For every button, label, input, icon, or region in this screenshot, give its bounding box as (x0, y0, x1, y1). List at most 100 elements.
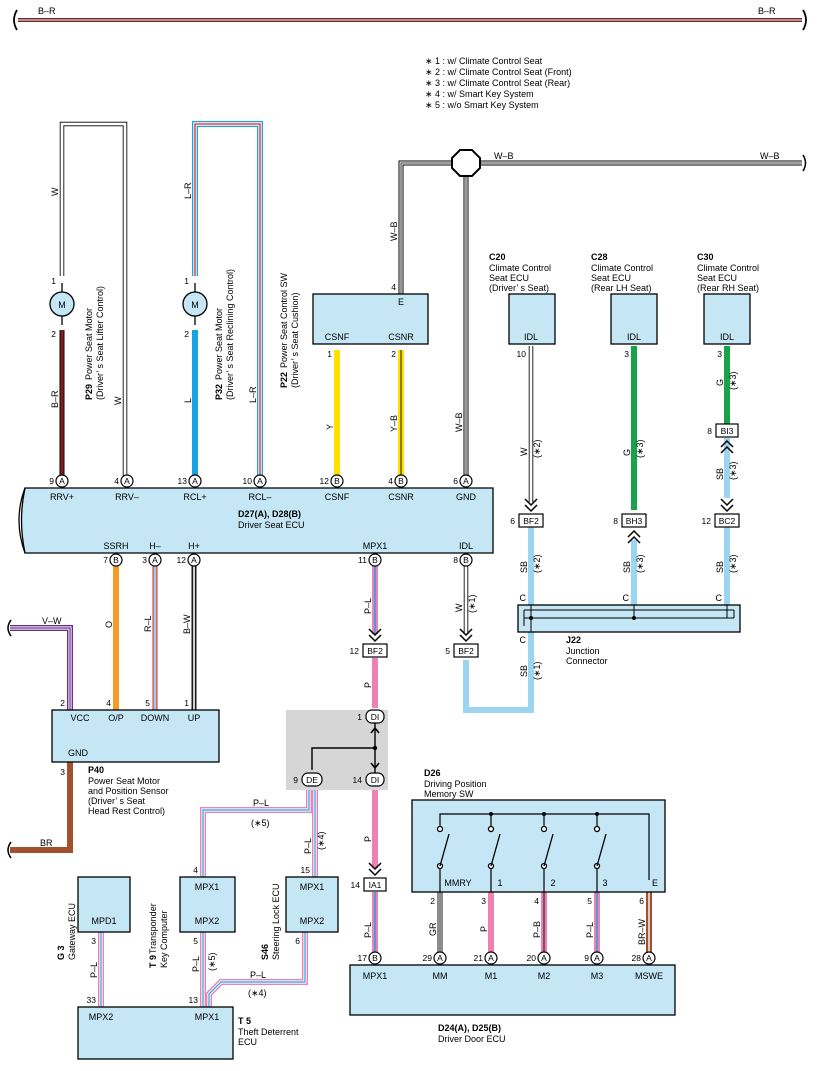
svg-text:(∗1): (∗1) (532, 661, 542, 680)
svg-text:A: A (257, 476, 263, 486)
svg-text:(∗3): (∗3) (635, 554, 645, 573)
svg-text:2: 2 (184, 329, 189, 339)
svg-text:17: 17 (358, 953, 368, 963)
label-g3: G 3 Gateway ECU (56, 903, 77, 960)
svg-text:G: G (715, 379, 725, 386)
svg-text:B: B (398, 476, 404, 486)
svg-text:A: A (59, 476, 65, 486)
code-p22: P22 (279, 372, 289, 388)
connector-bi3: BI3 8 (707, 423, 739, 454)
svg-text:Power Seat Motor: Power Seat Motor (84, 308, 94, 380)
svg-text:P–L: P–L (191, 956, 201, 972)
svg-text:W: W (50, 187, 60, 196)
svg-text:C: C (716, 593, 723, 603)
svg-text:3: 3 (602, 878, 607, 888)
connector-bf2-a: BF2 6 (510, 498, 544, 528)
svg-text:Key Computer: Key Computer (159, 910, 169, 968)
label-p29: P29 Power Seat Motor (Driver’ s Seat Lif… (84, 286, 105, 400)
svg-text:9: 9 (584, 953, 589, 963)
svg-text:S46: S46 (260, 944, 270, 960)
svg-text:Power Seat Control SW: Power Seat Control SW (279, 272, 289, 368)
svg-text:A: A (646, 953, 652, 963)
svg-text:(Driver’ s Seat Lifter Control: (Driver’ s Seat Lifter Control) (95, 286, 105, 400)
code-p32: P32 (214, 384, 224, 400)
svg-text:DOWN: DOWN (141, 713, 170, 723)
svg-text:IDL: IDL (720, 332, 734, 342)
svg-text:(∗5): (∗5) (207, 952, 217, 971)
motor-p29: M 1 2 (49, 276, 75, 339)
svg-text:H+: H+ (188, 541, 200, 551)
svg-text:C20: C20 (489, 252, 506, 262)
code-p40: P40 (88, 765, 104, 775)
connector-ia1: IA1 14 (351, 862, 387, 892)
note-3: ∗ 3 : w/ Climate Control Seat (Rear) (425, 78, 570, 88)
splice-octagon (451, 149, 481, 177)
svg-text:MPX2: MPX2 (195, 916, 220, 926)
svg-text:CSNR: CSNR (388, 332, 414, 342)
svg-text:O: O (104, 621, 114, 628)
svg-text:3: 3 (481, 896, 486, 906)
svg-text:V–W: V–W (42, 616, 62, 626)
svg-text:L–R: L–R (183, 182, 193, 199)
label-t9: T 9 Transponder Key Computer (148, 903, 169, 968)
svg-text:3: 3 (624, 349, 629, 359)
svg-text:Theft Deterrent: Theft Deterrent (238, 1027, 299, 1037)
svg-text:20: 20 (527, 953, 537, 963)
svg-text:G 3: G 3 (56, 945, 66, 960)
wire-sb-j22 (463, 632, 534, 713)
svg-text:1: 1 (327, 349, 332, 359)
label-p32: P32 Power Seat Motor (Driver’ s Seat Rec… (214, 269, 235, 400)
svg-text:Driver Door ECU: Driver Door ECU (438, 1034, 506, 1044)
svg-text:10: 10 (243, 476, 253, 486)
svg-text:C30: C30 (697, 252, 714, 262)
svg-text:UP: UP (188, 713, 201, 723)
svg-text:A: A (192, 476, 198, 486)
svg-text:C28: C28 (591, 252, 608, 262)
svg-text:1: 1 (357, 712, 362, 722)
svg-text:BR: BR (40, 838, 53, 848)
svg-text:(∗3): (∗3) (635, 439, 645, 458)
svg-text:VCC: VCC (70, 713, 90, 723)
svg-text:IDL: IDL (524, 332, 538, 342)
svg-text:B: B (113, 555, 119, 565)
svg-text:(Driver’ s Seat): (Driver’ s Seat) (489, 283, 549, 293)
svg-text:Y: Y (325, 424, 335, 430)
svg-text:P–L: P–L (303, 838, 313, 854)
svg-text:A: A (541, 953, 547, 963)
connector-bc2: BC2 12 (702, 498, 740, 528)
label-p22: P22 Power Seat Control SW (Driver’ s Sea… (279, 272, 300, 388)
svg-text:(Rear RH Seat): (Rear RH Seat) (697, 283, 759, 293)
svg-text:10: 10 (517, 349, 527, 359)
wire-vw (7, 619, 73, 710)
svg-text:DE: DE (306, 775, 318, 785)
svg-text:RRV+: RRV+ (50, 492, 74, 502)
junction-j22: C C C C J22 Junction Connector (517, 593, 741, 666)
svg-text:(Driver’ s Seat: (Driver’ s Seat (88, 796, 146, 806)
svg-text:P–L: P–L (89, 962, 99, 978)
svg-text:SSRH: SSRH (103, 541, 128, 551)
note-4: ∗ 4 : w/ Smart Key System (425, 89, 534, 99)
svg-text:5: 5 (193, 936, 198, 946)
svg-text:M: M (191, 300, 199, 310)
svg-text:A: A (437, 953, 443, 963)
svg-text:8: 8 (707, 426, 712, 436)
svg-text:SB: SB (622, 561, 632, 573)
svg-text:B–W: B–W (182, 614, 192, 634)
svg-text:Steering Lock ECU: Steering Lock ECU (271, 883, 281, 960)
svg-text:11: 11 (358, 555, 367, 565)
svg-text:2: 2 (430, 896, 435, 906)
svg-text:8: 8 (453, 555, 458, 565)
svg-text:MPX1: MPX1 (363, 971, 388, 981)
svg-text:2: 2 (51, 329, 56, 339)
ecu-d24: MPX1 MM M1 M2 M3 MSWE D24(A), D25(B) Dri… (349, 964, 676, 1044)
svg-text:(∗2): (∗2) (532, 439, 542, 458)
svg-text:4: 4 (106, 698, 111, 708)
bus-label-left: B–R (38, 6, 56, 16)
svg-text:2: 2 (60, 698, 65, 708)
svg-text:15: 15 (301, 865, 311, 875)
connector-di-14: DI 14 (353, 762, 385, 787)
svg-text:P–L: P–L (585, 922, 595, 938)
svg-text:(∗1): (∗1) (467, 594, 477, 613)
svg-text:MPD1: MPD1 (91, 916, 116, 926)
